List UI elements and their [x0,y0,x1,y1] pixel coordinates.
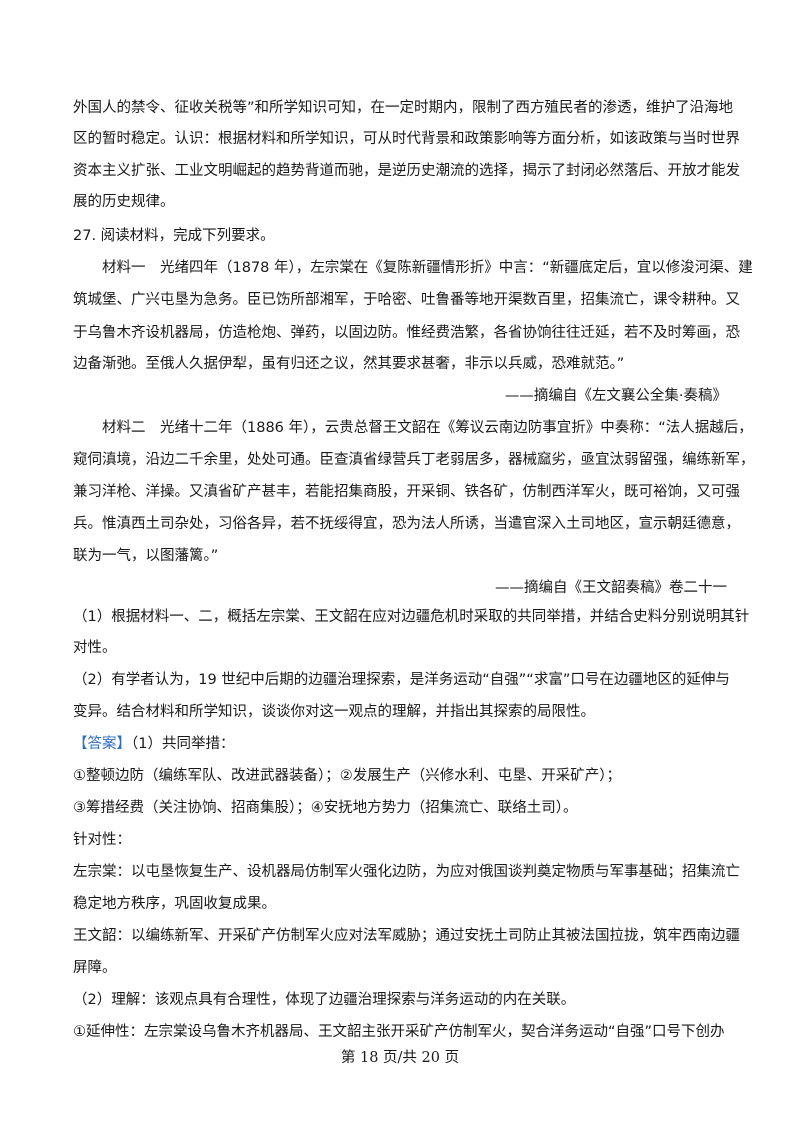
answer-line: 稳定地方秩序，巩固收复成果。 [73,896,276,912]
material-two-line: 兼习洋枪、洋操。又滇省矿产甚丰，若能招集商股，开采铜、铁各矿，仿制西洋军火，既可… [73,484,740,500]
material-one-line: 边备渐弛。至俄人久据伊犁，虽有归还之议，然其要求甚奢，非示以兵威，恐难就范。” [73,356,625,372]
question-one: 对性。 [73,640,117,656]
answer-line: ①延伸性：左宗棠设乌鲁木齐机器局、王文韶主张开采矿产仿制军火，契合洋务运动“自强… [73,1024,725,1040]
question-two: （2）有学者认为，19 世纪中后期的边疆治理探索，是洋务运动“自强”“求富”口号… [73,672,730,688]
material-one-line: 材料一 光绪四年（1878 年），左宗棠在《复陈新疆情形折》中言：“新疆底定后，… [102,260,753,276]
answer-line: 左宗棠：以屯垦恢复生产、设机器局仿制军火强化边防，为应对俄国谈判奠定物质与军事基… [73,864,740,880]
answer-line: ①整顿边防（编练军队、改进武器装备）；②发展生产（兴修水利、屯垦、开采矿产）； [73,768,621,784]
material-two-line: 材料二 光绪十二年（1886 年），云贵总督王文韶在《筹议云南边防事宜折》中奏称… [102,420,753,436]
answer-line: 王文韶：以编练新军、开采矿产仿制军火应对法军威胁；通过安抚土司防止其被法国拉拢，… [73,928,740,944]
question-one: （1）根据材料一、二，概括左宗棠、王文韶在应对边疆危机时采取的共同举措，并结合史… [73,609,750,625]
material-two-line: 窥伺滇境，沿边二千余里，处处可通。臣查滇省绿营兵丁老弱居多，器械窳劣，亟宜汰弱留… [73,452,755,468]
answer-line: （2）理解：该观点具有合理性，体现了边疆治理探索与洋务运动的内在关联。 [73,992,576,1008]
material-two-line: 兵。惟滇西土司杂处，习俗各异，若不抚绥得宜，恐为法人所诱，当遣官深入土司地区，宣… [73,516,740,532]
page-number: 第 18 页/共 20 页 [340,1050,460,1066]
text-line: 资本主义扩张、工业文明崛起的趋势背道而驰，是逆历史潮流的选择，揭示了封闭必然落后… [73,163,740,179]
text-line: 展的历史规律。 [73,194,175,210]
material-one-line: 筑城堡、广兴屯垦为急务。臣已饬所部湘军，于哈密、吐鲁番等地开渠数百里，招集流亡，… [73,292,740,308]
question-two: 变异。结合材料和所学知识，谈谈你对这一观点的理解，并指出其探索的局限性。 [73,704,595,720]
question-heading: 27. 阅读材料，完成下列要求。 [73,228,275,244]
material-two-line: 联为一气，以图藩篱。” [73,548,219,564]
text-line: 区的暂时稳定。认识：根据材料和所学知识，可从时代背景和政策影响等方面分析，如该政… [73,131,740,147]
answer-line: ③筹措经费（关注协饷、招商集股）；④安抚地方势力（招集流亡、联络土司）。 [73,800,578,816]
source-citation: ——摘编自《左文襄公全集·奏稿》 [504,388,727,404]
text-line: 外国人的禁令、征收关税等”和所学知识可知，在一定时期内，限制了西方殖民者的渗透，… [73,100,734,116]
answer-line: 针对性： [73,832,131,848]
answer-line: 【答案】（1）共同举措： [73,736,235,752]
material-one-line: 于乌鲁木齐设机器局，仿造枪炮、弹药，以固边防。惟经费浩繁，各省协饷往往迁延，若不… [73,325,740,341]
answer-label: 【答案】 [73,736,131,752]
answer-line: 屏障。 [73,960,117,976]
source-citation: ——摘编自《王文韶奏稿》卷二十一 [495,580,727,596]
